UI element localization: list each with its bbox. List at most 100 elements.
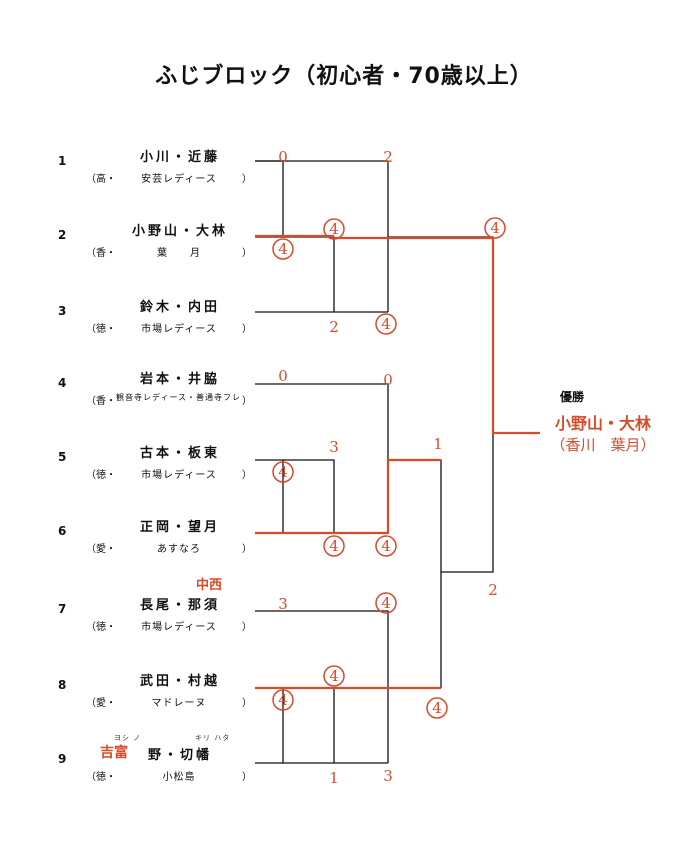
score-value: 3 [383,767,393,785]
seed-number: 5 [58,450,67,464]
score-r1-e6: 4 [323,535,345,557]
score-final-a: 4 [484,217,506,239]
player-names: 古本・板東 [139,446,220,461]
score-value: 4 [329,667,339,685]
score-final-b: 2 [488,581,498,599]
score-circle [323,535,345,557]
player-names: 長尾・那須 [139,598,220,613]
score-circle [272,689,294,711]
seed-number: 2 [58,228,67,242]
score-value: 4 [278,240,288,258]
seed-number: 8 [58,678,67,692]
score-value: 4 [381,315,391,333]
score-circle [323,218,345,240]
team-prefix: （香・ [86,396,116,407]
score-value: 4 [432,699,442,717]
line-r1-top [283,236,335,312]
bracket-lines [255,160,540,764]
winner-path-top [255,234,540,435]
team-prefix: （愛・ [86,698,116,709]
team-suffix: ） [242,324,252,335]
seed-number: 9 [58,752,67,766]
line-entry-1 [255,160,284,237]
team-line: （高・ 安芸レディース ） [86,170,252,185]
seed-number: 1 [58,154,67,168]
score-r2-top-a: 2 [383,148,393,166]
line-top-group [255,160,389,312]
line-r1-mid [283,459,335,533]
team-prefix: （徳・ [86,324,116,335]
team-prefix: （高・ [86,174,116,185]
score-value: 4 [381,537,391,555]
player-names: 小川・近藤 [139,150,220,165]
line-entry-4 [255,383,389,533]
player-names: 鈴木・内田 [139,300,220,315]
team-suffix: ） [242,174,252,185]
team-suffix: ） [242,544,252,555]
team-prefix: （愛・ [86,544,116,555]
team-suffix: ） [242,396,252,407]
score-r1-56: 3 [329,438,339,456]
score-r2-bot-b: 3 [383,767,393,785]
score-circle [323,665,345,687]
team-suffix: ） [242,772,252,783]
score-circle [272,238,294,260]
score-r1-e9: 1 [329,769,339,787]
team-line: （愛・ あすなろ ） [86,540,252,555]
team-line: （徳・市場レディース） [86,618,252,633]
score-value: 4 [329,220,339,238]
annotation-nakanishi: 中西 [196,578,223,593]
score-r2-bot-a: 4 [375,592,397,614]
winner-path [255,234,540,690]
winner-team: （香川 葉月） [550,436,656,454]
score-r1-e5: 4 [272,461,294,483]
score-value: 0 [383,371,393,389]
team-name: あすなろ [157,544,201,555]
player-names: 武田・村越 [139,674,220,689]
score-value: 4 [329,537,339,555]
entry-8: 8 武田・村越 （愛・マドレーヌ） [0,670,260,730]
score-r1-e1: 0 [278,148,288,166]
seed-number: 4 [58,376,67,390]
score-r1-89: 4 [323,665,345,687]
score-circle [426,697,448,719]
team-line: （香・葉 月） [86,244,252,259]
team-prefix: （徳・ [86,622,116,633]
team-prefix: （徳・ [86,772,116,783]
winner-path-mid [255,458,441,535]
line-mid-to-sf [388,459,442,688]
annotation-yoshitomi: 吉富 [100,745,128,761]
score-value: 1 [329,769,339,787]
score-value: 1 [433,435,443,453]
team-line: （徳・市場レディース） [86,466,252,481]
team-suffix: ） [242,248,252,259]
team-line: （愛・マドレーヌ） [86,694,252,709]
ruby-yoshino: ヨシ ノ [114,734,142,742]
score-circle [484,217,506,239]
team-suffix: ） [242,698,252,709]
score-r1-e4: 0 [278,367,288,385]
seed-number: 7 [58,602,67,616]
score-value: 0 [278,367,288,385]
score-value: 4 [278,691,288,709]
score-r2-mid-a: 0 [383,371,393,389]
player-names: 岩本・井脇 [139,372,220,387]
score-circle [272,461,294,483]
player-names: 正岡・望月 [139,520,220,535]
team-name: 市場レディース [141,622,217,633]
score-value: 0 [278,148,288,166]
team-name: 観音寺レディース・善通寺フレンド [116,393,242,402]
score-r1-top: 4 [323,218,345,240]
team-name: 安芸レディース [141,174,217,185]
team-name: 市場レディース [141,470,217,481]
entry-1: 1 小川・近藤 （高・ 安芸レディース ） [0,146,260,206]
score-sf-a: 1 [433,435,443,453]
score-value: 4 [278,463,288,481]
score-r1-e7: 3 [278,595,288,613]
score-value: 2 [488,581,498,599]
